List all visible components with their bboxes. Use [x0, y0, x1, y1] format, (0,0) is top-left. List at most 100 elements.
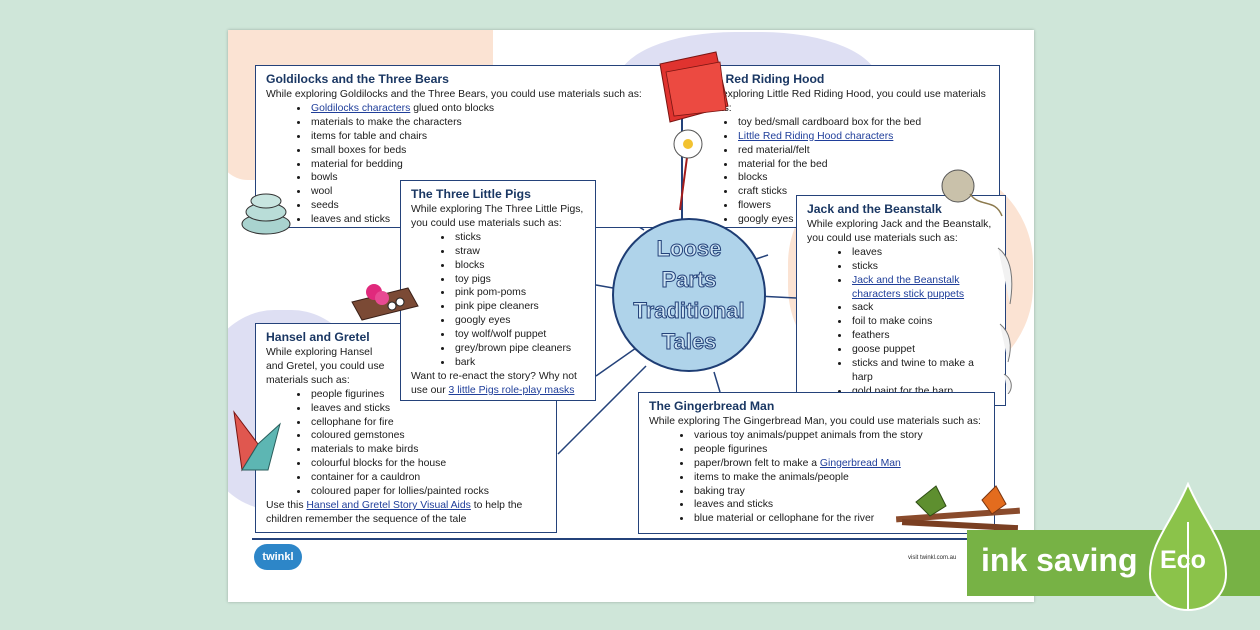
- list-item: flowers: [736, 199, 989, 213]
- list-item: bark: [453, 356, 585, 370]
- list-item: foil to make coins: [850, 315, 995, 329]
- goldilocks-intro: While exploring Goldilocks and the Three…: [266, 89, 642, 100]
- list-item: Little Red Riding Hood characters: [736, 130, 989, 144]
- list-item: sticks: [850, 260, 995, 274]
- list-item: coloured paper for lollies/painted rocks: [309, 485, 546, 499]
- list-item: cellophane for fire: [309, 416, 546, 430]
- list-item: leaves: [850, 246, 995, 260]
- list-item: leaves and sticks: [692, 498, 984, 512]
- eco-text: Eco: [1160, 546, 1206, 574]
- footer-rule: [252, 538, 1012, 540]
- hansel-gretel-list: people figurines leaves and sticks cello…: [266, 388, 546, 499]
- hansel-gretel-title: Hansel and Gretel: [266, 330, 370, 344]
- three-little-pigs-outro: Want to re-enact the story? Why not use …: [411, 370, 585, 398]
- list-item: goose puppet: [850, 343, 995, 357]
- list-item: grey/brown pipe cleaners: [453, 342, 585, 356]
- list-item: items to make the animals/people: [692, 471, 984, 485]
- list-item: craft sticks: [736, 185, 989, 199]
- list-item: blocks: [736, 171, 989, 185]
- feathers-icon: [997, 247, 1013, 394]
- red-riding-hood-characters-link[interactable]: Little Red Riding Hood characters: [738, 130, 894, 142]
- list-item: coloured gemstones: [309, 429, 546, 443]
- twine-ball-icon: [941, 169, 1003, 217]
- outro-text: Use this: [266, 499, 307, 511]
- list-item: straw: [453, 245, 585, 259]
- beanstalk-box: Jack and the Beanstalk While exploring J…: [796, 195, 1006, 406]
- list-item: seeds: [309, 199, 671, 213]
- origami-bird-icon: [233, 410, 281, 472]
- list-item: leaves and sticks: [309, 213, 671, 227]
- gingerbread-list: various toy animals/puppet animals from …: [649, 429, 984, 526]
- outro-text: to help the children remember the sequen…: [266, 499, 523, 525]
- list-item: toy wolf/wolf puppet: [453, 328, 585, 342]
- goldilocks-characters-link[interactable]: Goldilocks characters: [311, 102, 411, 114]
- eco-drop-icon: [1148, 482, 1228, 612]
- outro-text: Want to re-enact the story? Why not use …: [411, 370, 577, 396]
- list-item-text: glued onto blocks: [410, 102, 495, 114]
- list-item: feathers: [850, 329, 995, 343]
- list-item: container for a cauldron: [309, 471, 546, 485]
- list-item: red material/felt: [736, 144, 989, 158]
- list-item: pink pipe cleaners: [453, 300, 585, 314]
- gingerbread-man-link[interactable]: Gingerbread Man: [819, 457, 901, 469]
- red-riding-hood-title: Little Red Riding Hood: [693, 72, 825, 86]
- red-riding-hood-intro: While exploring Little Red Riding Hood, …: [693, 89, 986, 114]
- list-item: blue material or cellophane for the rive…: [692, 512, 984, 526]
- list-item: material for bedding: [309, 158, 671, 172]
- worksheet-page: Goldilocks and the Three Bears While exp…: [228, 30, 1034, 602]
- bowls-icon: [241, 193, 291, 235]
- visit-text: visit twinkl.com.au: [908, 555, 957, 561]
- list-item: materials to make the characters: [309, 116, 671, 130]
- list-item: people figurines: [309, 388, 546, 402]
- list-item: various toy animals/puppet animals from …: [692, 429, 984, 443]
- gingerbread-title: The Gingerbread Man: [649, 399, 775, 413]
- flower-icon: [673, 129, 703, 211]
- list-item: small boxes for beds: [309, 144, 671, 158]
- twinkl-logo: twinkl: [254, 544, 302, 570]
- list-item: toy bed/small cardboard box for the bed: [736, 116, 989, 130]
- hansel-gretel-visual-aids-link[interactable]: Hansel and Gretel Story Visual Aids: [306, 499, 471, 511]
- list-item: googly eyes: [453, 314, 585, 328]
- list-item: Goldilocks characters glued onto blocks: [309, 102, 671, 116]
- list-item: leaves and sticks: [309, 402, 546, 416]
- list-item: sticks: [453, 231, 585, 245]
- list-item: paper/brown felt to make a Gingerbread M…: [692, 457, 984, 471]
- ink-saving-text: ink saving: [981, 542, 1138, 578]
- hansel-gretel-intro: While exploring Hansel and Gretel, you c…: [266, 347, 385, 386]
- beanstalk-puppets-link[interactable]: Jack and the Beanstalk characters stick …: [852, 274, 965, 300]
- leaves-sticks-icon: [895, 485, 1021, 532]
- list-item: Jack and the Beanstalk characters stick …: [850, 274, 995, 302]
- list-item: sack: [850, 301, 995, 315]
- list-item: items for table and chairs: [309, 130, 671, 144]
- red-felt-icon: [659, 51, 729, 123]
- three-little-pigs-title: The Three Little Pigs: [411, 187, 531, 201]
- list-item: wool: [309, 185, 671, 199]
- role-play-masks-link[interactable]: 3 little Pigs role-play masks: [448, 384, 575, 396]
- red-riding-hood-list: toy bed/small cardboard box for the bed …: [693, 116, 989, 227]
- goldilocks-list: Goldilocks characters glued onto blocks …: [266, 102, 671, 227]
- center-title: Loose Parts Traditional Tales: [633, 236, 745, 355]
- list-item: pink pom-poms: [453, 286, 585, 300]
- bark-googly-eyes-icon: [351, 284, 419, 321]
- list-item: googly eyes: [736, 213, 989, 227]
- beanstalk-title: Jack and the Beanstalk: [807, 202, 942, 216]
- list-item: sticks and twine to make a harp: [850, 357, 995, 385]
- list-item: toy pigs: [453, 273, 585, 287]
- list-item: people figurines: [692, 443, 984, 457]
- beanstalk-intro: While exploring Jack and the Beanstalk, …: [807, 219, 992, 244]
- goldilocks-title: Goldilocks and the Three Bears: [266, 72, 449, 86]
- center-title-circle: Loose Parts Traditional Tales: [612, 218, 766, 372]
- three-little-pigs-box: The Three Little Pigs While exploring Th…: [400, 180, 596, 401]
- list-item: blocks: [453, 259, 585, 273]
- beanstalk-list: leaves sticks Jack and the Beanstalk cha…: [807, 246, 995, 399]
- hansel-gretel-outro: Use this Hansel and Gretel Story Visual …: [266, 499, 546, 527]
- list-item-text: paper/brown felt to make a: [694, 457, 820, 469]
- list-item: colourful blocks for the house: [309, 457, 546, 471]
- list-item: bowls: [309, 171, 671, 185]
- three-little-pigs-intro: While exploring The Three Little Pigs, y…: [411, 204, 584, 229]
- list-item: gold paint for the harp: [850, 385, 995, 399]
- list-item: material for the bed: [736, 158, 989, 172]
- three-little-pigs-list: sticks straw blocks toy pigs pink pom-po…: [411, 231, 585, 370]
- list-item: baking tray: [692, 485, 984, 499]
- gingerbread-intro: While exploring The Gingerbread Man, you…: [649, 416, 981, 427]
